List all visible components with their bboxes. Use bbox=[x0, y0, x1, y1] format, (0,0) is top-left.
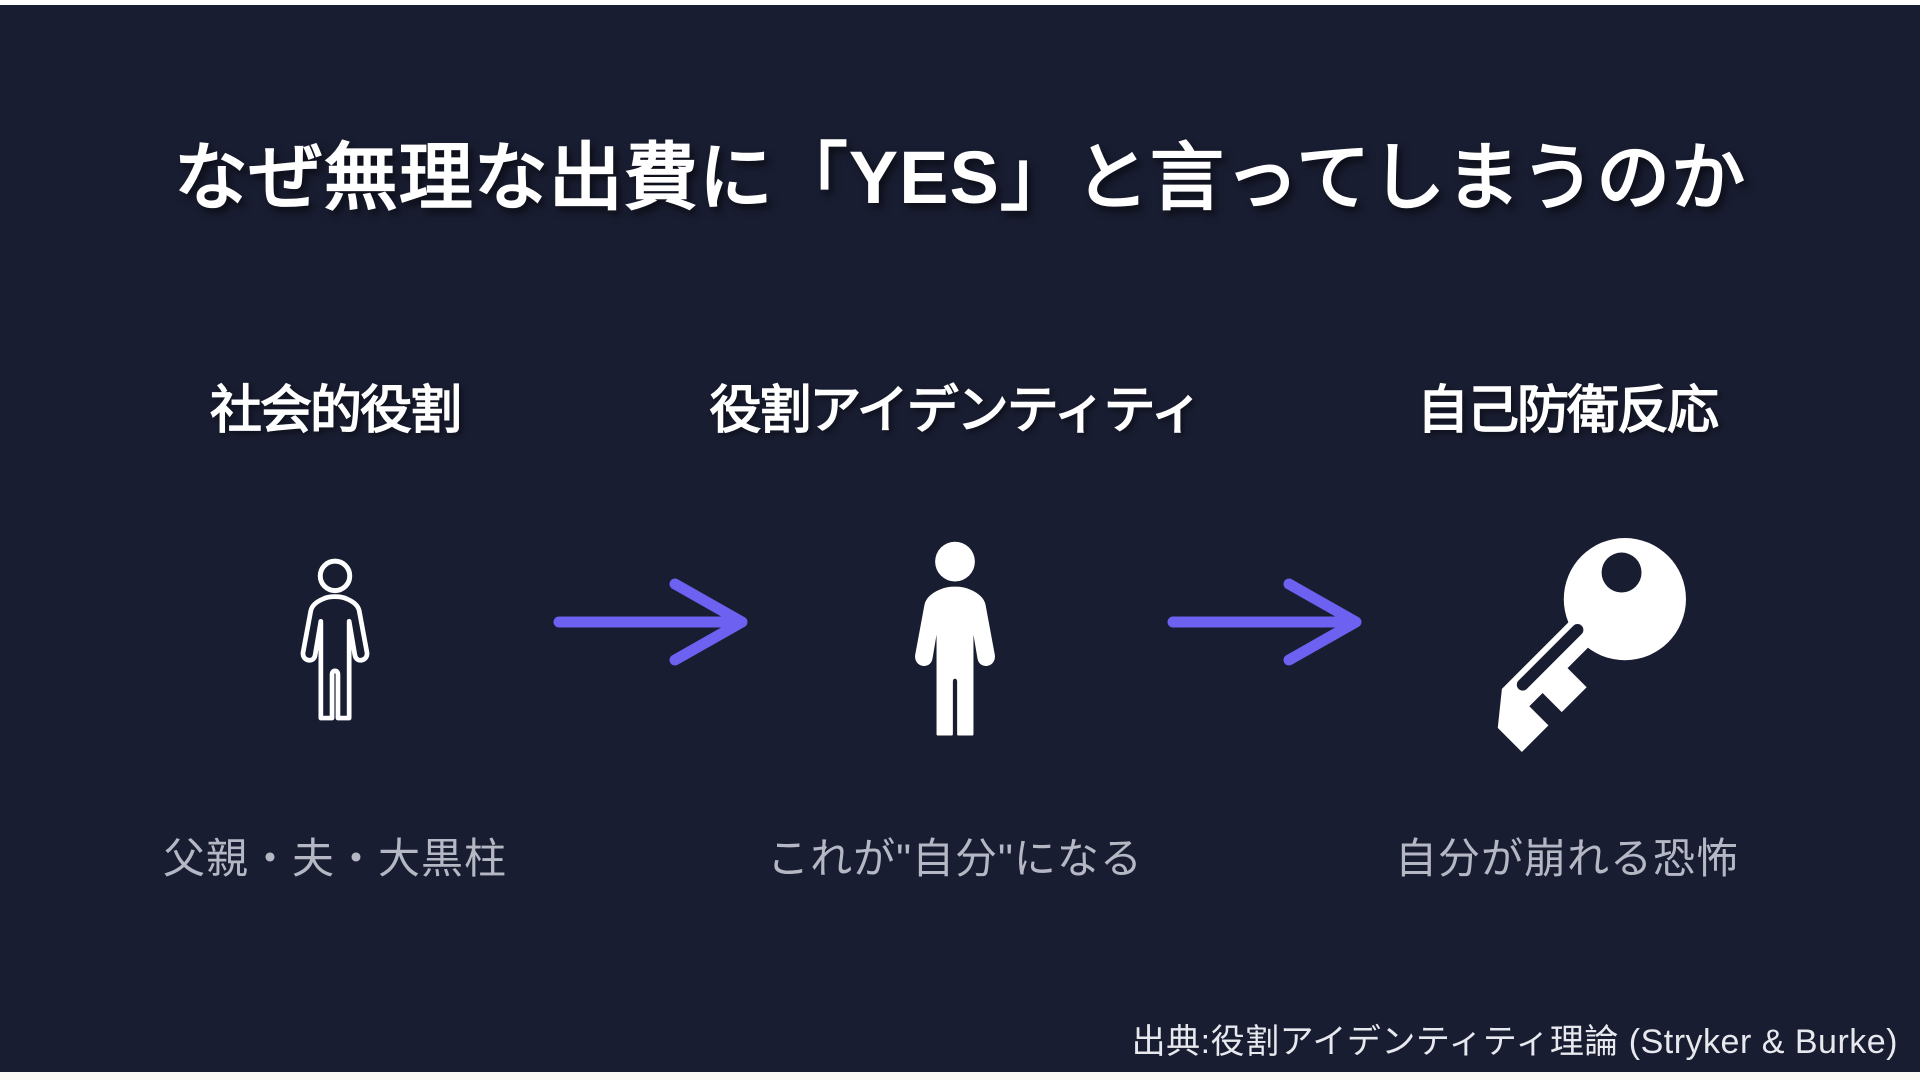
arrow-right-icon bbox=[553, 578, 748, 666]
column-self-defense: 自己防衛反応 自分が崩れる恐怖 bbox=[1322, 368, 1812, 886]
column-heading: 社会的役割 bbox=[209, 382, 462, 440]
icon-box bbox=[700, 471, 1210, 807]
source-citation: 出典:役割アイデンティティ理論 (Stryker & Burke) bbox=[1131, 1023, 1898, 1061]
column-caption: 父親・夫・大黒柱 bbox=[162, 835, 507, 882]
arrow-right-icon bbox=[1167, 578, 1362, 666]
person-filled-icon bbox=[915, 541, 995, 736]
column-caption: これが"自分"になる bbox=[767, 835, 1143, 882]
arrow-right-icon bbox=[552, 576, 752, 668]
column-role-identity: 役割アイデンティティ これが"自分"になる bbox=[700, 368, 1210, 886]
column-heading: 自己防衛反応 bbox=[1416, 382, 1719, 440]
column-social-role: 社会的役割 父親・夫・大黒柱 bbox=[115, 368, 555, 886]
arrow-right-icon bbox=[1166, 576, 1366, 668]
icon-box bbox=[115, 471, 555, 807]
column-caption: 自分が崩れる恐怖 bbox=[1394, 835, 1739, 882]
person-outline-icon bbox=[300, 558, 370, 721]
key-icon bbox=[1497, 538, 1686, 752]
icon-box bbox=[1322, 471, 1812, 807]
column-heading: 役割アイデンティティ bbox=[709, 382, 1202, 440]
top-edge-strip bbox=[0, 0, 1920, 5]
slide-title: なぜ無理な出費に「YES」と言ってしまうのか bbox=[173, 136, 1747, 219]
bottom-edge-strip bbox=[0, 1072, 1920, 1080]
